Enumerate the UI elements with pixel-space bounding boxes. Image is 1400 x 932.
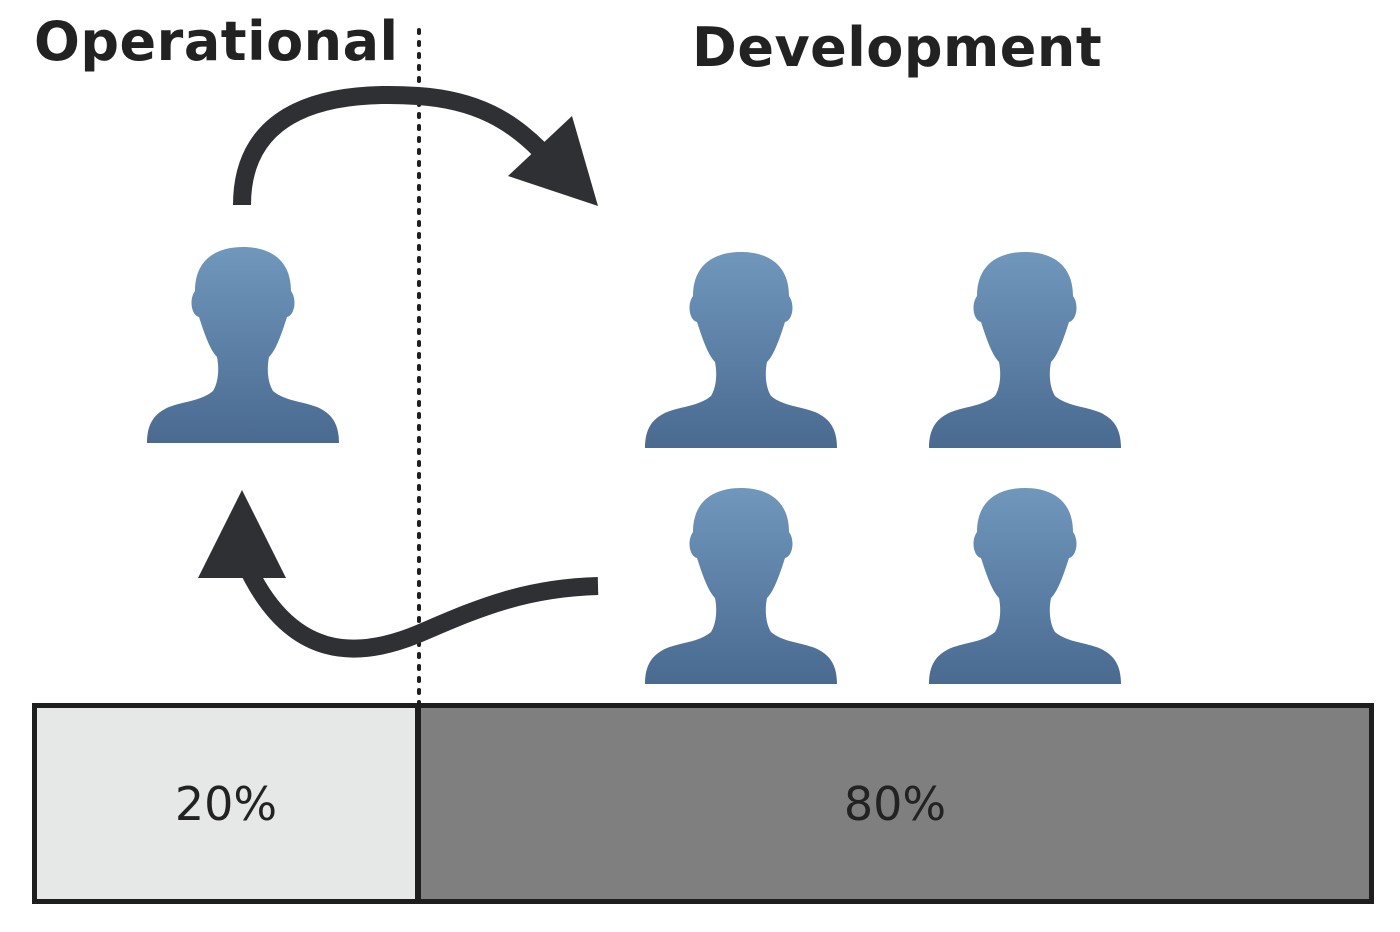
operational-share-bar: 20% [32, 703, 420, 904]
development-share-bar: 80% [416, 703, 1374, 904]
person-icon [147, 247, 339, 443]
person-icon [929, 488, 1121, 684]
arrow-icon [233, 85, 598, 206]
development-heading: Development [692, 16, 1103, 79]
person-icon [645, 252, 837, 448]
development-percent: 80% [843, 776, 947, 831]
operational-percent: 20% [174, 776, 278, 831]
person-icon [929, 252, 1121, 448]
person-icon [645, 488, 837, 684]
operational-heading: Operational [34, 10, 399, 73]
arrow-icon [198, 490, 599, 658]
